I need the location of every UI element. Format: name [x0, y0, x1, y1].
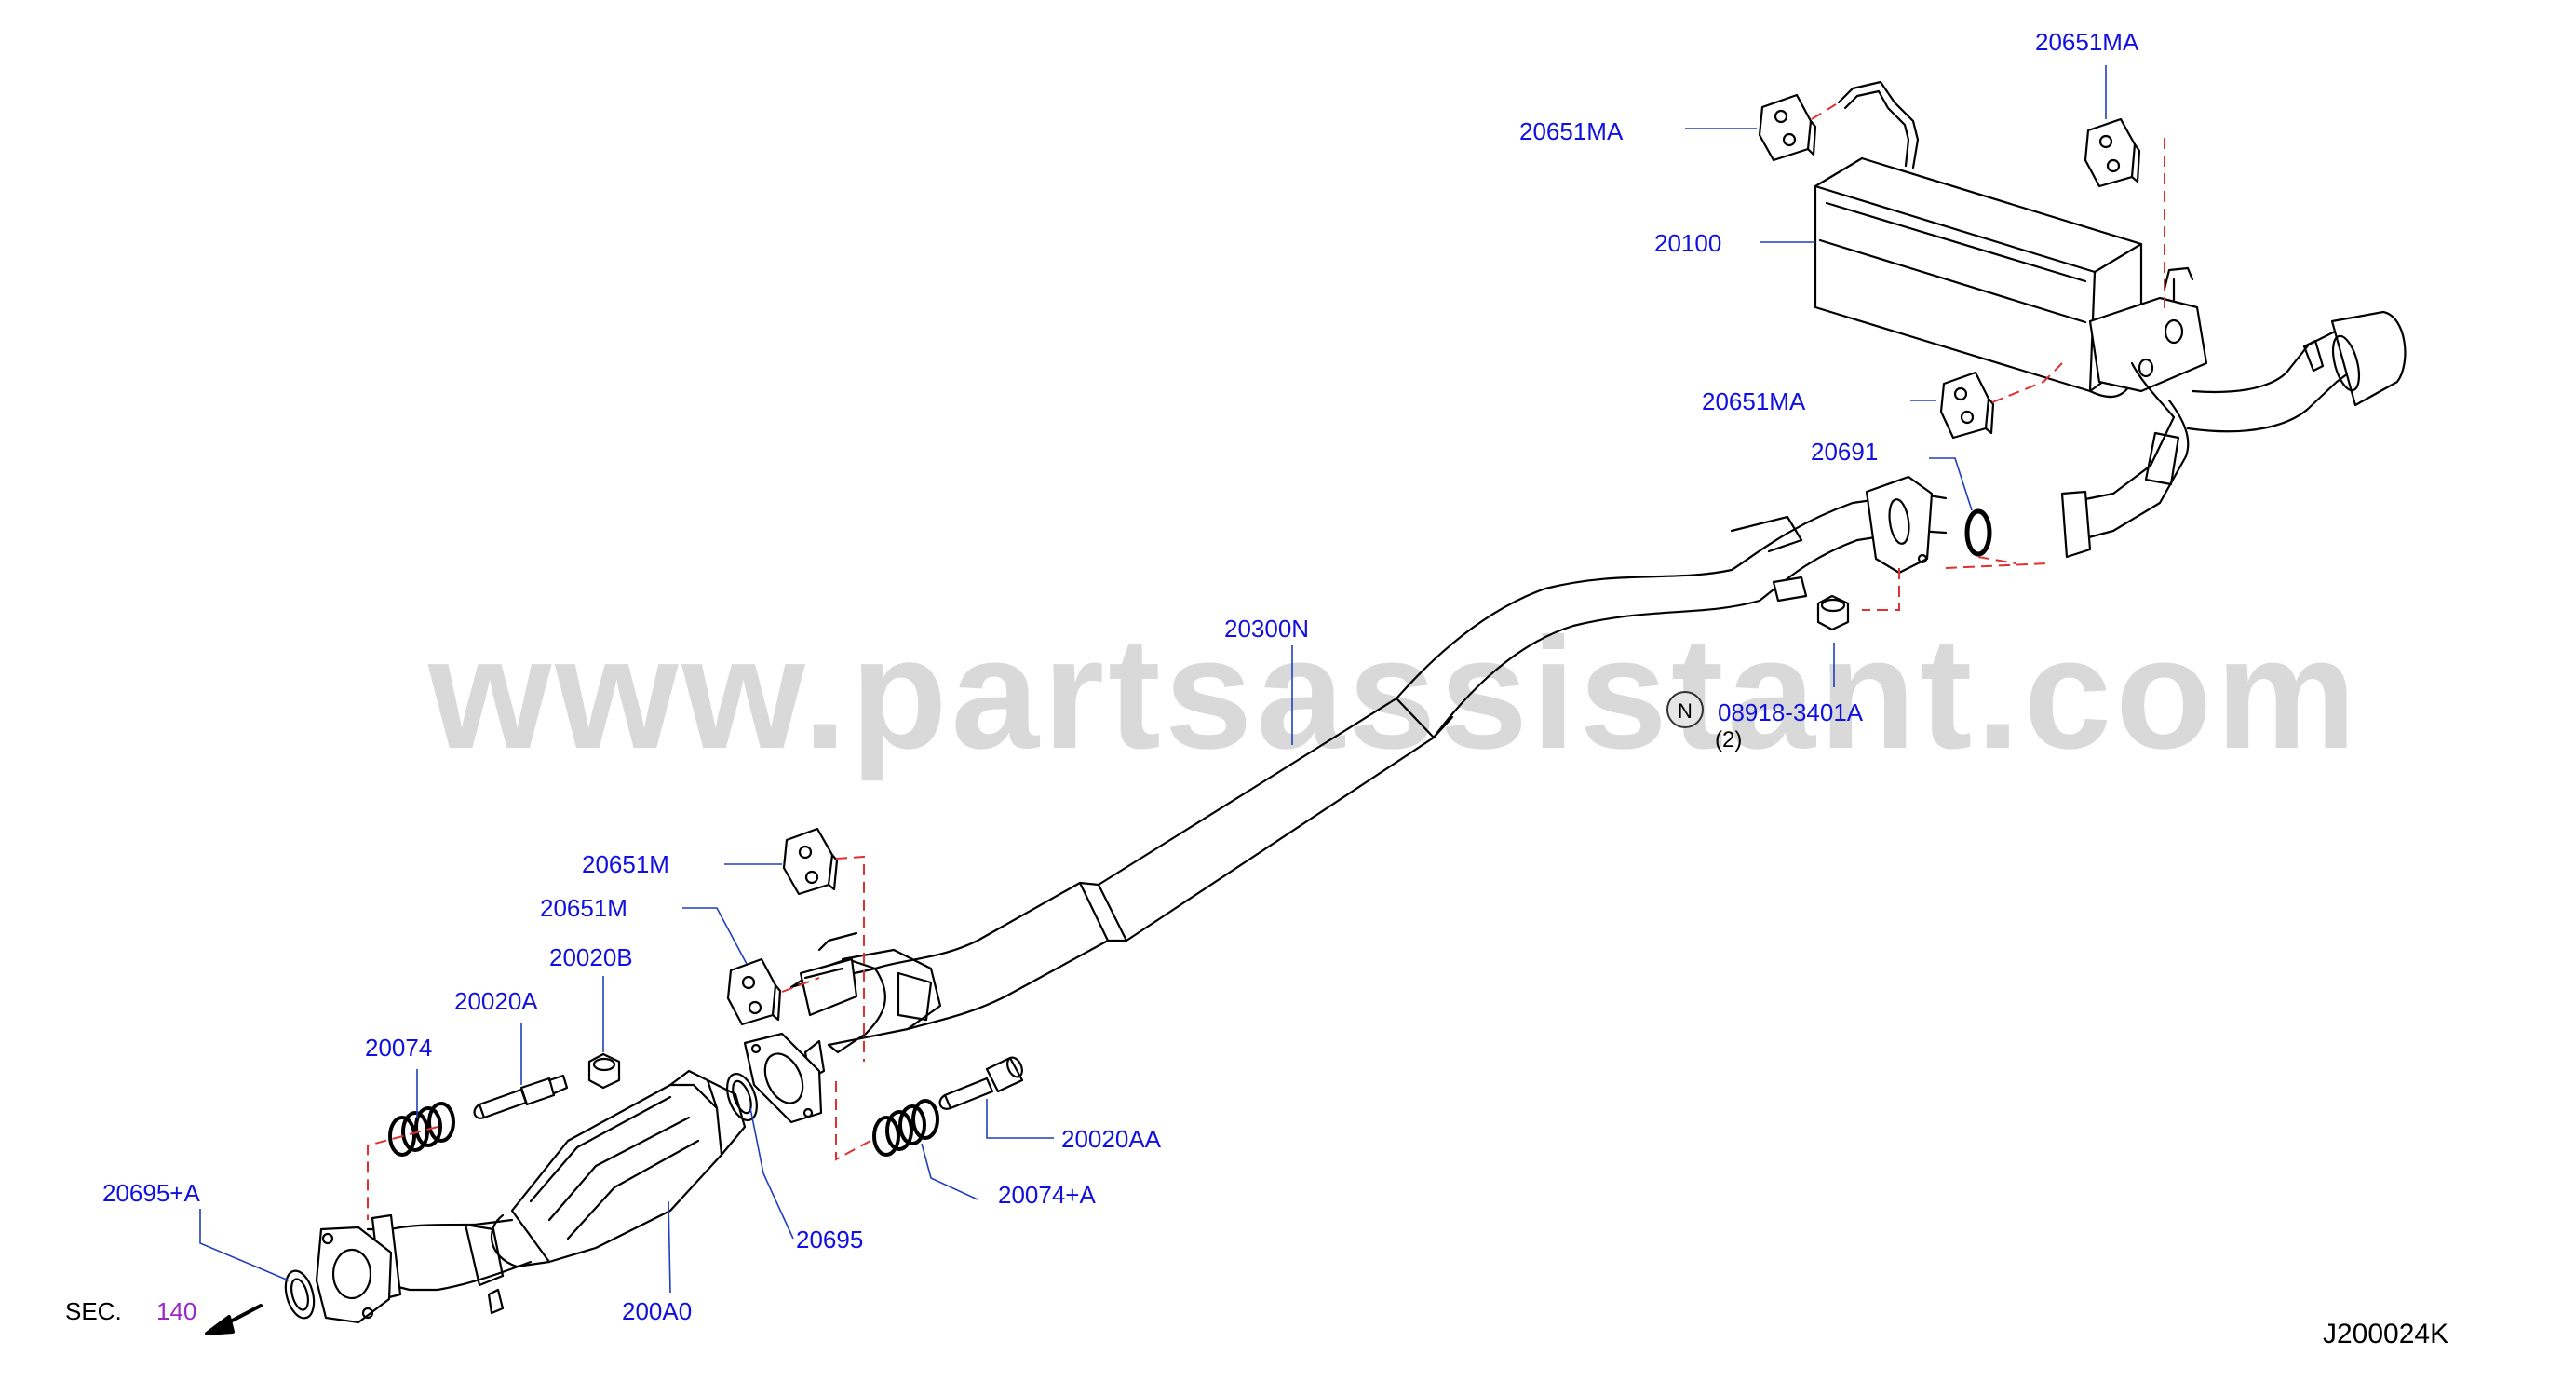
watermark: www.partsassistant.com [428, 605, 2361, 782]
main-muffler-part [1814, 80, 2407, 559]
callout-seal-ring-rear: 20691 [1811, 438, 1879, 466]
nut-part [1816, 594, 1850, 631]
front-mount-upper-part [782, 827, 839, 896]
callout-main-muffler: 20100 [1654, 229, 1722, 257]
front-pipe-part [789, 931, 942, 1080]
section-ref-number: 140 [156, 1297, 197, 1325]
seal-ring-rear-part [1964, 508, 1992, 557]
callout-muffler-mount-lower: 20651MA [1702, 387, 1806, 415]
stud-b-part [587, 1052, 621, 1090]
catalytic-converter-part [315, 1069, 747, 1324]
callout-bolt-aa: 20020AA [1061, 1125, 1161, 1153]
callout-muffler-mount-top-right: 20651MA [2035, 28, 2139, 56]
callout-muffler-mount-top-left: 20651MA [1519, 117, 1624, 145]
muffler-mount-lower-part [1939, 371, 1995, 440]
callout-front-mount-lower: 20651M [540, 894, 627, 922]
callout-stud-a: 20020A [454, 987, 538, 1015]
callout-gasket-mid: 20695 [796, 1226, 864, 1253]
leader-lines [199, 65, 2107, 1294]
drawing-code: J200024K [2323, 1319, 2449, 1349]
spring-right-part [872, 1099, 939, 1157]
callout-center-tube: 20300N [1224, 615, 1310, 643]
section-ref-prefix: SEC. [65, 1297, 122, 1325]
gasket-front-part [284, 1269, 316, 1320]
callout-spring-left: 20074 [365, 1034, 433, 1062]
callout-nut-qty: (2) [1715, 727, 1743, 752]
callout-stud-b: 20020B [549, 943, 633, 971]
stud-a-part [473, 1074, 569, 1119]
section-arrow-icon [205, 1304, 263, 1335]
spring-left-part [388, 1102, 455, 1157]
muffler-mount-top-right-part [2084, 117, 2141, 188]
center-tube-part [789, 475, 1948, 1047]
gasket-mid-part [726, 1032, 823, 1124]
callout-gasket-front: 20695+A [102, 1179, 200, 1207]
nut-symbol-icon: N [1666, 691, 1704, 728]
dashed-reference-lines [367, 103, 2165, 1220]
callout-nut-part: 08918-3401A [1718, 698, 1864, 726]
front-mount-lower-part [726, 957, 782, 1026]
callout-catalytic-converter: 200A0 [622, 1297, 693, 1325]
muffler-mount-top-left-part [1758, 93, 1817, 162]
callout-front-mount-upper: 20651M [582, 850, 669, 878]
bolt-aa-part [938, 1056, 1024, 1110]
callout-spring-right: 20074+A [998, 1181, 1096, 1209]
